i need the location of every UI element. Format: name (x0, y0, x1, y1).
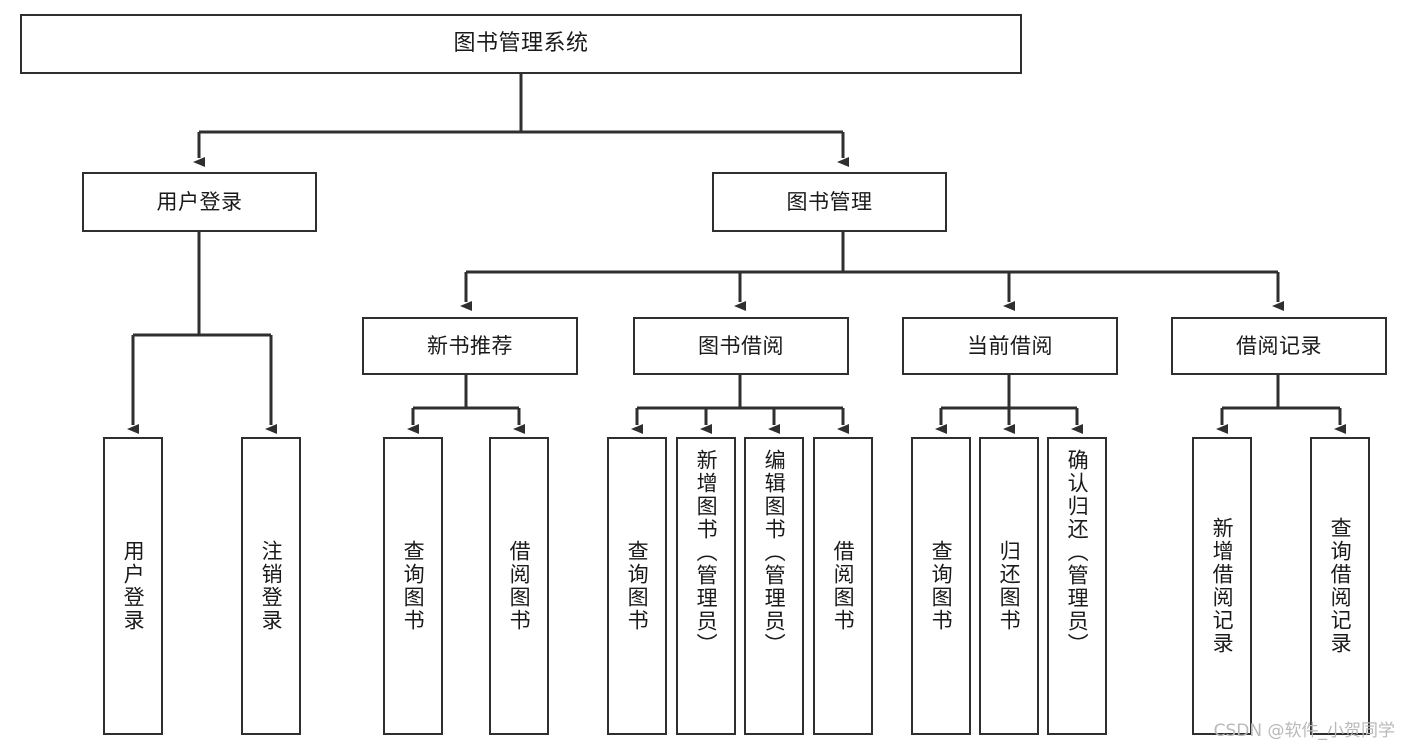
node-label: 借阅图书 (831, 540, 856, 632)
leaf-logout[interactable]: 注销登录 (241, 437, 301, 735)
leaf-bookborrow-edit-book-admin[interactable]: 编辑图书（管理员） (744, 437, 804, 735)
leaf-bookborrow-query-book[interactable]: 查询图书 (607, 437, 667, 735)
leaf-borrowrecord-add-record[interactable]: 新增借阅记录 (1192, 437, 1252, 735)
node-label: 图书管理系统 (453, 31, 589, 57)
leaf-borrowrecord-query-record[interactable]: 查询借阅记录 (1310, 437, 1370, 735)
node-label: 注销登录 (259, 540, 284, 632)
node-label: 图书借阅 (698, 333, 784, 358)
node-label: 新书推荐 (427, 333, 513, 358)
node-label: 借阅记录 (1236, 333, 1322, 358)
node-label: 用户登录 (156, 189, 243, 214)
node-label: 查询借阅记录 (1328, 517, 1353, 655)
node-user-login[interactable]: 用户登录 (82, 172, 317, 232)
node-label: 图书管理 (786, 189, 873, 214)
leaf-bookborrow-add-book-admin[interactable]: 新增图书（管理员） (676, 437, 736, 735)
node-root-system[interactable]: 图书管理系统 (20, 14, 1022, 74)
leaf-currentborrow-confirm-return-admin[interactable]: 确认归还（管理员） (1047, 437, 1107, 735)
node-new-book-recommend[interactable]: 新书推荐 (362, 317, 578, 375)
node-current-borrow[interactable]: 当前借阅 (902, 317, 1118, 375)
node-label: 编辑图书（管理员） (762, 449, 787, 656)
node-book-management[interactable]: 图书管理 (712, 172, 947, 232)
node-label: 查询图书 (929, 540, 954, 632)
node-label: 确认归还（管理员） (1065, 449, 1090, 656)
node-label: 查询图书 (625, 540, 650, 632)
node-label: 借阅图书 (507, 540, 532, 632)
leaf-newbook-borrow-book[interactable]: 借阅图书 (489, 437, 549, 735)
node-book-borrow[interactable]: 图书借阅 (633, 317, 849, 375)
node-borrow-record[interactable]: 借阅记录 (1171, 317, 1387, 375)
node-label: 查询图书 (401, 540, 426, 632)
csdn-watermark: CSDN @软件_小贺同学 (1213, 721, 1395, 741)
node-label: 当前借阅 (967, 333, 1053, 358)
leaf-currentborrow-query-book[interactable]: 查询图书 (911, 437, 971, 735)
node-label: 用户登录 (121, 540, 146, 632)
node-label: 归还图书 (997, 540, 1022, 632)
leaf-user-login[interactable]: 用户登录 (103, 437, 163, 735)
leaf-bookborrow-borrow-book[interactable]: 借阅图书 (813, 437, 873, 735)
leaf-newbook-query-book[interactable]: 查询图书 (383, 437, 443, 735)
node-label: 新增图书（管理员） (694, 449, 719, 656)
node-label: 新增借阅记录 (1210, 517, 1235, 655)
leaf-currentborrow-return-book[interactable]: 归还图书 (979, 437, 1039, 735)
